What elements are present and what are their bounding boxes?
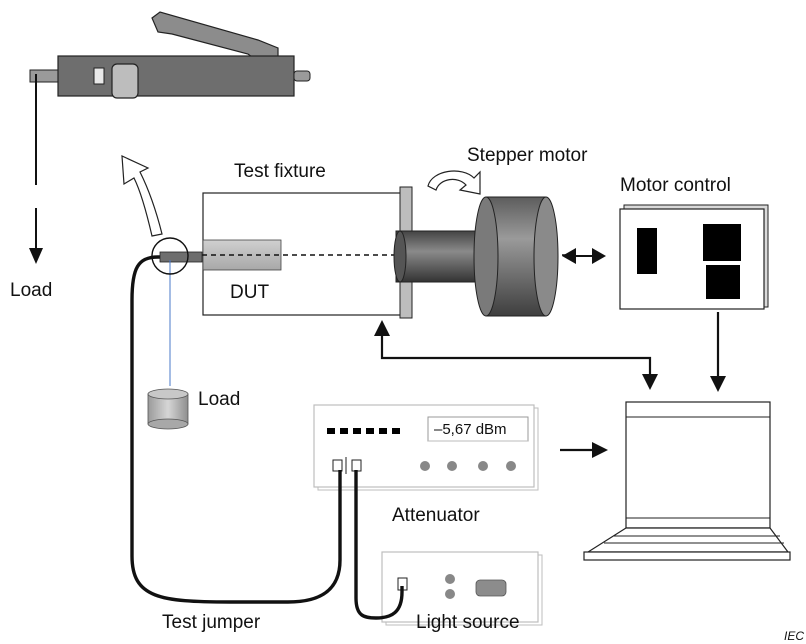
- attenuator-to-computer-arrow: [560, 442, 608, 458]
- light-source-connector: [475, 579, 507, 597]
- control-indicator-1: [637, 228, 657, 274]
- computer-to-fixture-arrow: [374, 320, 658, 390]
- control-indicator-3: [706, 265, 740, 299]
- dut-label: DUT: [230, 282, 269, 303]
- attenuator-knobs: [420, 461, 516, 471]
- iec-mark: IEC: [784, 629, 804, 643]
- motor-control-link-arrow: [562, 248, 606, 264]
- lift-direction-arrow: [121, 155, 163, 237]
- connector-ferrule-left: [29, 69, 61, 83]
- load-left-label: Load: [10, 280, 52, 301]
- load-weight: [147, 388, 189, 430]
- connector-body: [57, 55, 295, 97]
- stepper-motor-label: Stepper motor: [467, 145, 588, 166]
- motor-control-label: Motor control: [620, 175, 731, 196]
- attenuator-unit: [313, 404, 539, 491]
- attenuator-label: Attenuator: [392, 505, 480, 526]
- test-jumper-fiber: [130, 255, 342, 604]
- load-arrow-left: [29, 74, 43, 264]
- attenuator-readout-value: –5,67 dBm: [434, 421, 507, 438]
- connector-window-large: [111, 63, 139, 99]
- test-fixture-label: Test fixture: [234, 161, 326, 182]
- connector-window-small: [93, 67, 105, 85]
- connection-detail-circle: [151, 237, 189, 275]
- stepper-motor: [393, 196, 559, 317]
- light-source-fiber: [354, 470, 404, 620]
- light-source-panel: [381, 551, 539, 623]
- attenuator-port-out: [351, 459, 362, 472]
- motor-control-unit: [619, 204, 769, 310]
- jumper-connector-boot: [159, 251, 203, 263]
- light-source-unit: [381, 551, 543, 626]
- fiber-connector-clamp: [29, 11, 311, 99]
- attenuator-readout-box: [427, 416, 529, 442]
- rotation-arrow: [427, 170, 481, 195]
- load-weight-label: Load: [198, 389, 240, 410]
- control-to-computer-arrow: [710, 312, 726, 392]
- connector-tail: [293, 70, 311, 82]
- computer-laptop: [583, 401, 791, 561]
- control-indicator-2: [703, 224, 741, 261]
- attenuator-port-in: [332, 459, 343, 472]
- test-jumper-label: Test jumper: [162, 612, 261, 633]
- light-source-label: Light source: [416, 612, 520, 633]
- attenuator-segment-display: [327, 428, 400, 434]
